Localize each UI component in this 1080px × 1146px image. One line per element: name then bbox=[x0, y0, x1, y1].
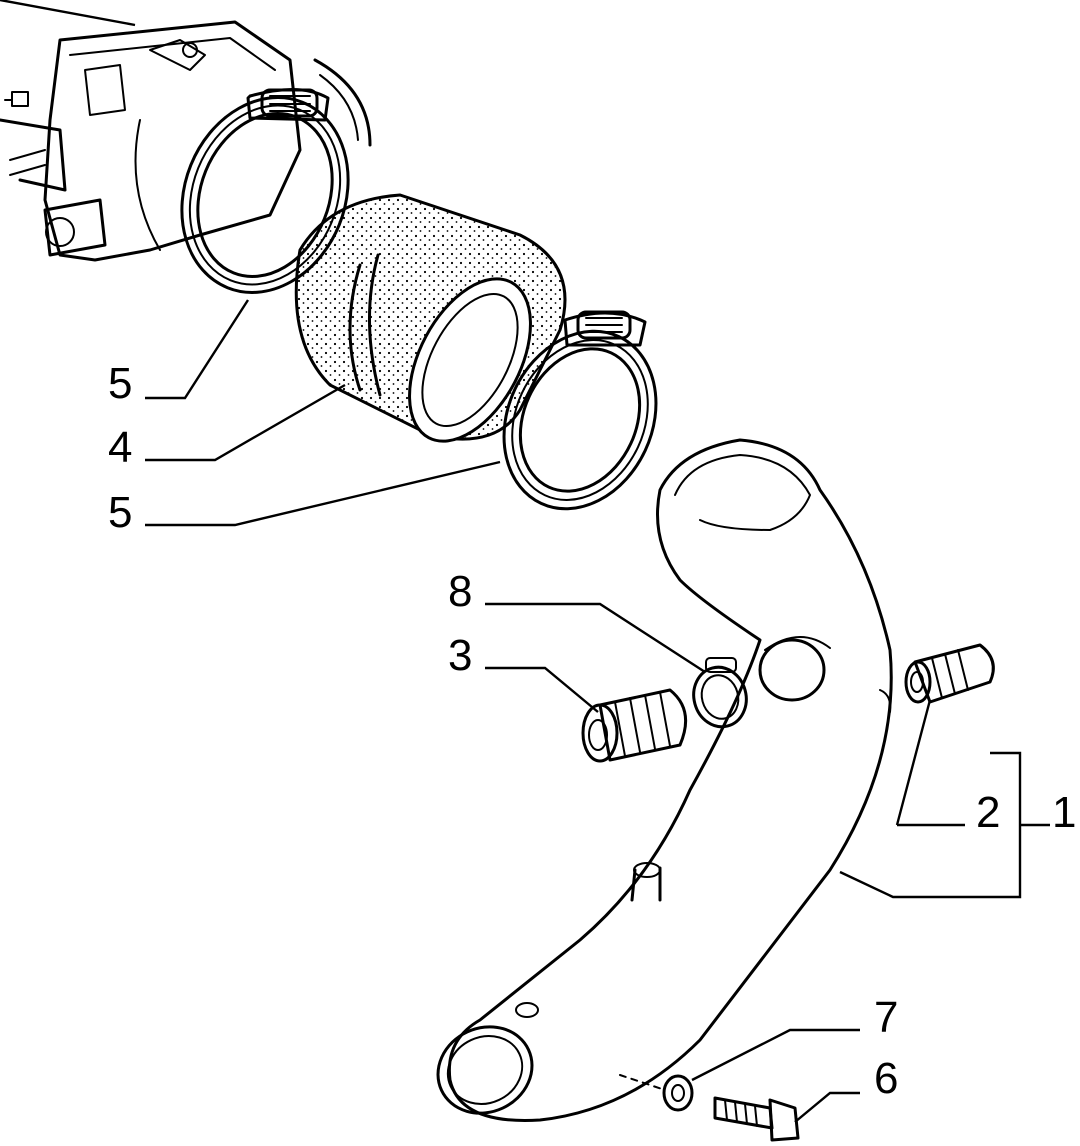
hose-clamp-icon bbox=[502, 310, 658, 511]
throttle-body-icon bbox=[0, 0, 372, 262]
callout-6: 6 bbox=[874, 1054, 898, 1103]
callout-2: 2 bbox=[976, 788, 1000, 837]
fitting-icon bbox=[904, 643, 995, 704]
callout-3: 3 bbox=[448, 631, 472, 680]
callout-5-lower: 5 bbox=[108, 488, 132, 537]
callout-4: 4 bbox=[108, 423, 132, 472]
leader-lines bbox=[145, 299, 1050, 1123]
hose-clamp-icon bbox=[692, 657, 748, 729]
fitting-icon bbox=[581, 688, 688, 763]
callout-7: 7 bbox=[874, 993, 898, 1042]
callout-5-upper: 5 bbox=[108, 359, 132, 408]
bolt-icon bbox=[713, 1096, 800, 1142]
washer-icon bbox=[662, 1074, 694, 1112]
callout-1: 1 bbox=[1052, 788, 1076, 837]
axis-line bbox=[619, 1074, 666, 1091]
sleeve-icon bbox=[294, 193, 567, 443]
callout-8: 8 bbox=[448, 567, 472, 616]
pipe-icon bbox=[436, 438, 893, 1122]
